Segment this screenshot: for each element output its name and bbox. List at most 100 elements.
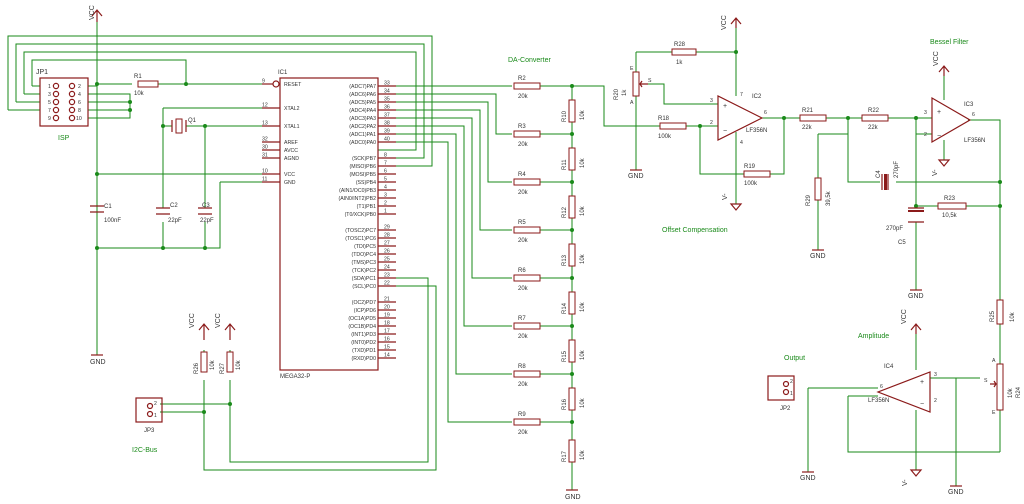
svg-text:GND: GND <box>800 475 816 482</box>
svg-text:Q1: Q1 <box>188 118 197 124</box>
svg-text:5: 5 <box>48 100 51 106</box>
ic1-pin-number: 5 <box>384 177 387 183</box>
ic1-pin-number: 9 <box>262 79 265 85</box>
svg-text:1: 1 <box>154 413 157 419</box>
resistor-r23: R23 10,5k <box>937 196 967 219</box>
ic1-pin-number: 15 <box>384 345 390 351</box>
svg-text:2: 2 <box>924 132 927 138</box>
vcc-symbol-r26: VCC <box>189 313 210 340</box>
svg-text:MEGA32-P: MEGA32-P <box>280 374 310 380</box>
ladder-series-resistor <box>513 418 541 426</box>
svg-text:7: 7 <box>740 92 743 98</box>
svg-text:−: − <box>920 401 924 408</box>
ic1-pin-name: (OC2)PD7 <box>352 300 376 306</box>
svg-text:V-: V- <box>932 169 939 176</box>
crystal-q1: Q1 <box>171 118 197 134</box>
svg-text:39,5k: 39,5k <box>826 190 832 206</box>
svg-text:R20: R20 <box>614 88 620 100</box>
svg-text:IC4: IC4 <box>884 364 894 370</box>
opamp-ic3: + − 3 2 6 IC3 LF356N <box>924 96 985 144</box>
ic1-pin-number: 37 <box>384 113 390 119</box>
ladder-shunt-resistor <box>568 439 576 463</box>
svg-text:+: + <box>723 103 727 110</box>
resistor-ref: R17 <box>562 450 568 462</box>
resistor-value: 20k <box>518 382 529 388</box>
svg-text:10,5k: 10,5k <box>942 213 958 219</box>
svg-text:LF356N: LF356N <box>868 398 889 404</box>
vcc-symbol-ic2: VCC <box>721 15 742 30</box>
svg-text:7: 7 <box>48 108 51 114</box>
svg-text:+: + <box>920 379 924 386</box>
ic1-pin-name: (ADC0)PA0 <box>349 140 376 146</box>
ic1-pin-number: 34 <box>384 89 390 95</box>
ic1-pin-number: 28 <box>384 233 390 239</box>
ladder-series-resistor <box>513 178 541 186</box>
svg-text:100k: 100k <box>658 134 672 140</box>
ic1-pin-number: 27 <box>384 241 390 247</box>
ic1-pin-number: 32 <box>262 137 268 143</box>
svg-text:R29: R29 <box>806 194 812 206</box>
vminus-symbol-ic2: V- <box>722 193 743 211</box>
capacitor-c1: C1 100nF <box>90 204 121 224</box>
ladder-shunt-resistor <box>568 339 576 363</box>
resistor-ref: R13 <box>562 254 568 266</box>
svg-text:VCC: VCC <box>721 15 728 30</box>
resistor-value: 20k <box>518 142 529 148</box>
svg-text:6: 6 <box>78 100 81 106</box>
resistor-value: 10k <box>580 109 586 120</box>
resistor-value: 10k <box>580 253 586 264</box>
resistor-value: 20k <box>518 94 529 100</box>
svg-text:R28: R28 <box>674 42 686 48</box>
svg-text:10k: 10k <box>1010 311 1016 322</box>
gnd-symbol-output: GND <box>948 485 964 496</box>
resistor-value: 10k <box>580 397 586 408</box>
capacitor-c2: C2 22pF <box>156 203 182 224</box>
svg-text:1: 1 <box>790 391 793 397</box>
svg-text:VCC: VCC <box>901 309 908 324</box>
ic1-pin-number: 35 <box>384 97 390 103</box>
svg-text:10: 10 <box>76 116 82 122</box>
svg-text:1k: 1k <box>622 89 628 96</box>
svg-text:JP1: JP1 <box>36 69 48 76</box>
ic1-pin-number: 10 <box>262 169 268 175</box>
svg-text:R23: R23 <box>944 196 956 202</box>
resistor-ref: R16 <box>562 398 568 410</box>
ladder-shunt-resistor <box>568 147 576 171</box>
ic1-pin-number: 19 <box>384 313 390 319</box>
resistor-ref: R9 <box>518 412 526 418</box>
ic1-pin-name: XTAL2 <box>284 106 300 112</box>
svg-text:VCC: VCC <box>89 5 96 20</box>
resistor-ref: R3 <box>518 124 526 130</box>
svg-text:1: 1 <box>48 84 51 90</box>
ladder-series-resistor <box>513 82 541 90</box>
svg-text:VCC: VCC <box>215 313 222 328</box>
ic1-pin-name: VCC <box>284 172 295 178</box>
resistor-value: 20k <box>518 286 529 292</box>
ic1-pin-name: (TCK)PC2 <box>352 268 376 274</box>
ic1-pin-name: (ADC7)PA7 <box>349 84 376 90</box>
svg-text:S: S <box>984 378 988 384</box>
ic1-pin-number: 39 <box>384 129 390 135</box>
ladder-series-resistor <box>513 370 541 378</box>
svg-text:2: 2 <box>78 84 81 90</box>
ic1-pin-name: (TOSC1)PC6 <box>345 236 376 242</box>
svg-text:V-: V- <box>722 193 729 200</box>
svg-text:C5: C5 <box>898 240 906 246</box>
svg-text:22k: 22k <box>868 125 879 131</box>
vcc-symbol-left: VCC <box>89 5 103 22</box>
ic1-pin-number: 40 <box>384 137 390 143</box>
resistor-r25: R25 10k <box>990 299 1016 325</box>
opamp-ic4: + − 3 2 6 IC4 LF356N <box>868 364 937 413</box>
svg-text:C2: C2 <box>170 203 178 209</box>
svg-text:270pF: 270pF <box>894 161 900 178</box>
resistor-value: 10k <box>580 157 586 168</box>
ic1-pin-name: XTAL1 <box>284 124 300 130</box>
svg-text:100k: 100k <box>744 181 758 187</box>
svg-text:S: S <box>648 78 652 84</box>
capacitor-c3: C3 22pF <box>198 203 214 224</box>
svg-text:R1: R1 <box>134 74 142 80</box>
svg-text:R25: R25 <box>990 310 996 322</box>
resistor-value: 20k <box>518 430 529 436</box>
gnd-symbol-pot: GND <box>628 169 644 180</box>
svg-text:+: + <box>937 109 941 116</box>
